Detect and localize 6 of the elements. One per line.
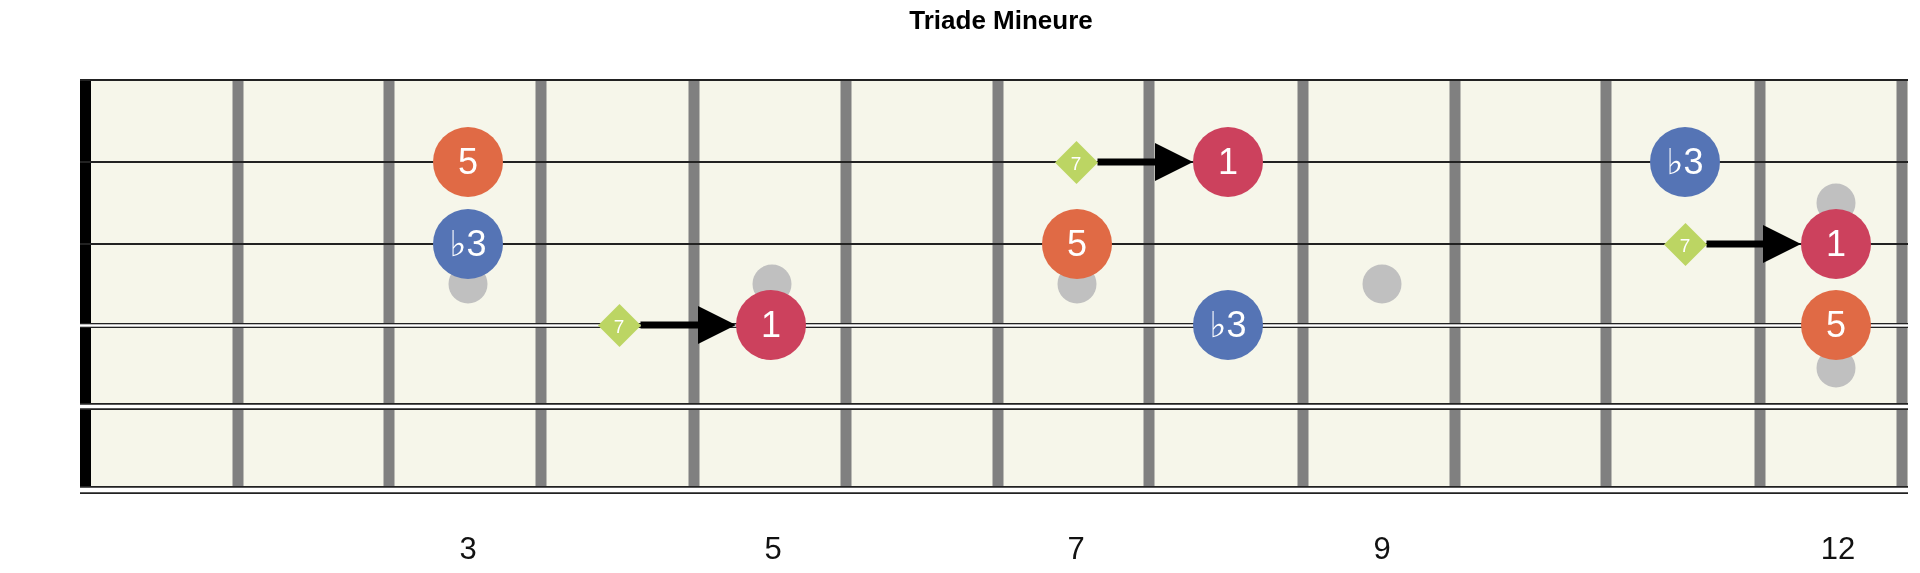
fret-number: 7 — [1067, 531, 1085, 567]
fret-number: 5 — [764, 531, 782, 567]
fret-number: 3 — [459, 531, 477, 567]
diagram-title: Triade Mineure — [909, 6, 1093, 36]
fret-number: 9 — [1373, 531, 1391, 567]
fret-number: 12 — [1820, 531, 1856, 567]
